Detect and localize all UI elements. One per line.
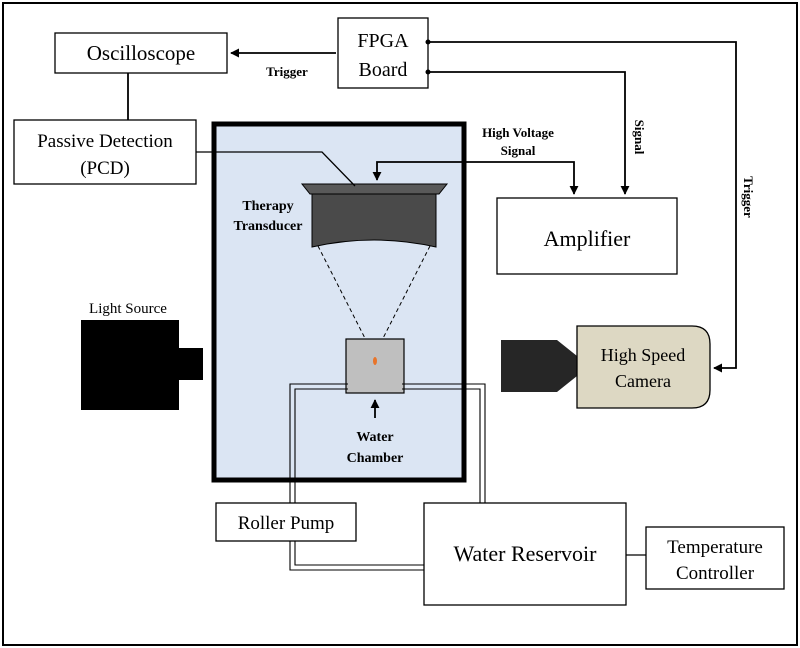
water-tubing — [289, 383, 486, 571]
high-speed-camera: High Speed Camera — [501, 325, 711, 409]
pcd-label-line2: (PCD) — [80, 158, 130, 179]
trigger-to-camera-arrow — [428, 41, 737, 373]
signal-to-amplifier-arrow — [428, 71, 630, 195]
water-chamber: Water Chamber — [345, 338, 405, 466]
fpga-board: FPGA Board — [337, 17, 429, 89]
transducer-label-line1: Therapy — [242, 199, 293, 214]
water-tank — [211, 121, 467, 483]
roller-pump-label: Roller Pump — [238, 513, 335, 534]
water-reservoir: Water Reservoir — [423, 502, 627, 606]
pcd-to-transducer-link — [196, 151, 356, 187]
focus-spot — [373, 357, 377, 365]
chamber-label-line1: Water — [356, 430, 393, 445]
high-voltage-label-line1: High Voltage — [482, 125, 554, 140]
temp-label-line2: Controller — [676, 563, 755, 584]
passive-detection-box: Passive Detection (PCD) — [13, 119, 197, 185]
light-source-label: Light Source — [89, 301, 167, 317]
fpga-label-line1: FPGA — [357, 30, 409, 52]
high-voltage-label-line2: Signal — [501, 143, 536, 158]
transducer-label-line2: Transducer — [234, 219, 303, 234]
trigger-camera-label: Trigger — [741, 176, 756, 218]
light-source: Light Source — [81, 301, 203, 410]
roller-pump: Roller Pump — [215, 502, 357, 542]
chamber-label-line2: Chamber — [347, 451, 404, 466]
trigger-oscilloscope-label: Trigger — [266, 64, 308, 79]
amplifier-label: Amplifier — [544, 226, 631, 251]
camera-label-line1: High Speed — [601, 345, 686, 365]
oscilloscope: Oscilloscope — [54, 32, 228, 74]
high-voltage-arrow — [372, 161, 579, 195]
pcd-label-line1: Passive Detection — [37, 131, 173, 152]
amplifier: Amplifier — [496, 197, 678, 275]
temp-label-line1: Temperature — [667, 537, 763, 558]
oscilloscope-label: Oscilloscope — [87, 41, 195, 65]
signal-amplifier-label: Signal — [632, 120, 647, 155]
reservoir-label: Water Reservoir — [454, 541, 598, 566]
fpga-label-line2: Board — [359, 59, 408, 81]
temperature-controller: Temperature Controller — [645, 526, 785, 590]
camera-label-line2: Camera — [615, 371, 671, 391]
